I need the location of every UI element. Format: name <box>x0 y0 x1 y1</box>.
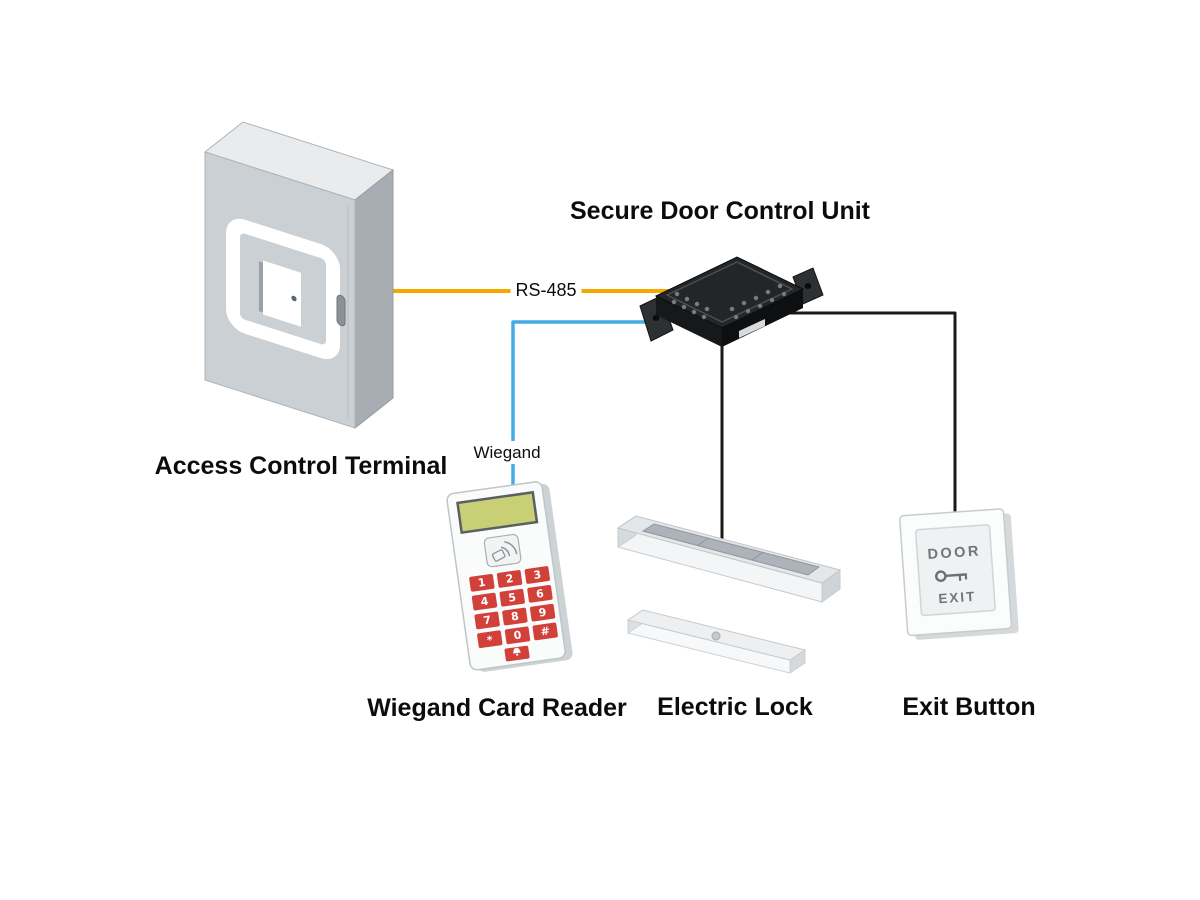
key-3-label: 3 <box>533 568 542 582</box>
door-icon <box>226 205 349 418</box>
key-4-label: 4 <box>480 595 490 609</box>
key-2 <box>496 570 523 588</box>
key-1-label: 1 <box>477 576 486 590</box>
key-8-label: 8 <box>510 610 519 624</box>
access-control-terminal-label: Access Control Terminal <box>154 452 448 480</box>
door-frame-ring <box>226 218 340 360</box>
secure-door-control-unit-label: Secure Door Control Unit <box>569 197 871 225</box>
magnet-lamination-1 <box>697 537 709 546</box>
key-7-label: 7 <box>482 613 491 627</box>
unit-spec-label <box>739 319 765 338</box>
rs485-wire-label: RS-485 <box>510 279 582 302</box>
key-2-label: 2 <box>505 572 514 586</box>
key-6 <box>527 584 553 603</box>
exit-button-door-text: DOOR <box>927 543 981 563</box>
right-ear-hole <box>804 283 812 289</box>
door-handle <box>291 295 297 302</box>
reader-keypad: 1 2 3 4 5 6 7 8 9 * 0 # <box>469 566 558 649</box>
key-0 <box>504 626 531 645</box>
card-slot <box>336 294 346 327</box>
key-9 <box>529 603 556 622</box>
exit-button-exit-text: EXIT <box>938 589 977 607</box>
terminal-screws-left <box>671 291 710 320</box>
key-0-label: 0 <box>513 628 523 642</box>
key-3 <box>524 566 550 584</box>
armature-bolt-hole <box>711 631 721 641</box>
left-ear-hole <box>652 315 660 321</box>
key-icon <box>935 570 968 582</box>
door-shadow <box>259 261 263 313</box>
exit-inner-panel <box>914 524 996 617</box>
wiegand-wire-label: Wiegand <box>468 441 546 464</box>
key-5 <box>499 588 525 607</box>
key-star-label: * <box>486 633 494 647</box>
key-hash-label: # <box>540 624 551 638</box>
key-5-label: 5 <box>508 591 517 605</box>
wiegand-wire <box>511 320 658 502</box>
key-9-label: 9 <box>538 606 547 620</box>
terminal-screws-right <box>729 283 787 320</box>
access-control-terminal-graphic <box>203 121 395 430</box>
key-8 <box>502 607 528 626</box>
key-star <box>477 630 503 649</box>
key-1 <box>469 573 495 592</box>
exit-button-graphic: DOOR EXIT <box>899 508 1019 640</box>
key-hash <box>532 622 558 641</box>
door-panel <box>263 260 301 327</box>
key-4 <box>471 592 498 611</box>
wiegand-card-reader-graphic: 1 2 3 4 5 6 7 8 9 * 0 # <box>446 481 573 672</box>
exit-wire <box>745 311 957 520</box>
bell-icon <box>512 647 522 656</box>
unit-front-left-face <box>656 296 722 347</box>
reader-lcd <box>456 490 539 535</box>
key-6-label: 6 <box>535 587 545 601</box>
secure-door-control-unit-graphic <box>639 256 824 347</box>
electric-lock-label: Electric Lock <box>657 693 813 721</box>
cabinet-side-face <box>354 168 394 430</box>
exit-button-label: Exit Button <box>902 693 1036 721</box>
key-7 <box>474 611 500 630</box>
electric-lock-graphic <box>616 515 842 674</box>
unit-lid-outline <box>666 261 793 323</box>
wiegand-card-reader-label: Wiegand Card Reader <box>367 694 627 722</box>
magnet-lamination-2 <box>751 551 764 561</box>
lock-magnet-plate <box>641 523 821 576</box>
contactless-card-icon <box>483 533 522 568</box>
